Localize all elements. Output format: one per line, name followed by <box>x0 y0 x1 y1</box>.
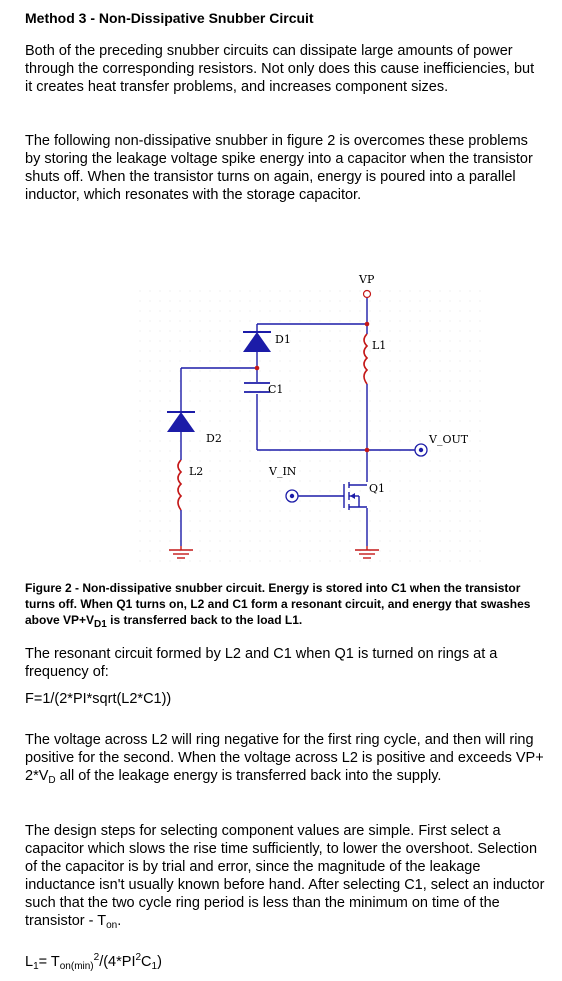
circuit-figure: VP D1 L1 C1 D2 <box>139 270 485 570</box>
grid-background <box>139 286 485 570</box>
vp-terminal <box>362 289 372 299</box>
paragraph-4: The voltage across L2 will ring negative… <box>25 732 544 786</box>
ground-icon <box>355 546 379 559</box>
diode-d1: D1 <box>243 331 291 352</box>
d2-label: D2 <box>206 432 222 445</box>
d1-label: D1 <box>275 333 291 346</box>
mosfet-q1 <box>343 482 367 510</box>
junction-dots <box>254 321 370 453</box>
inductor-l1: L1 <box>363 333 386 385</box>
formula-frequency: F=1/(2*PI*sqrt(L2*C1)) <box>25 691 172 707</box>
l2-label: L2 <box>189 465 203 478</box>
formula-inductor: L1= Ton(min)2/(4*PI2C1) <box>25 952 162 972</box>
snubber-schematic: VP D1 L1 C1 D2 <box>139 273 485 570</box>
q1-label: Q1 <box>369 482 385 495</box>
paragraph-2: The following non-dissipative snubber in… <box>25 133 533 203</box>
ground-icon <box>169 546 193 559</box>
v-out-label: V_OUT <box>428 433 469 446</box>
inductor-l2: L2 <box>177 459 203 511</box>
diode-d2: D2 <box>167 411 222 445</box>
paragraph-1: Both of the preceding snubber circuits c… <box>25 43 535 95</box>
paragraph-3: The resonant circuit formed by L2 and C1… <box>25 646 498 680</box>
c1-label: C1 <box>268 383 283 396</box>
paragraph-5: The design steps for selecting component… <box>25 823 545 931</box>
section-title: Method 3 - Non-Dissipative Snubber Circu… <box>25 10 314 26</box>
l1-label: L1 <box>372 339 386 352</box>
v-in-label: V_IN <box>268 465 297 478</box>
figure-caption: Figure 2 - Non-dissipative snubber circu… <box>25 581 531 630</box>
vp-label: VP <box>358 273 375 286</box>
v-in-terminal: V_IN <box>268 465 299 503</box>
v-out-terminal: V_OUT <box>414 433 469 457</box>
capacitor-c1: C1 <box>244 382 283 396</box>
